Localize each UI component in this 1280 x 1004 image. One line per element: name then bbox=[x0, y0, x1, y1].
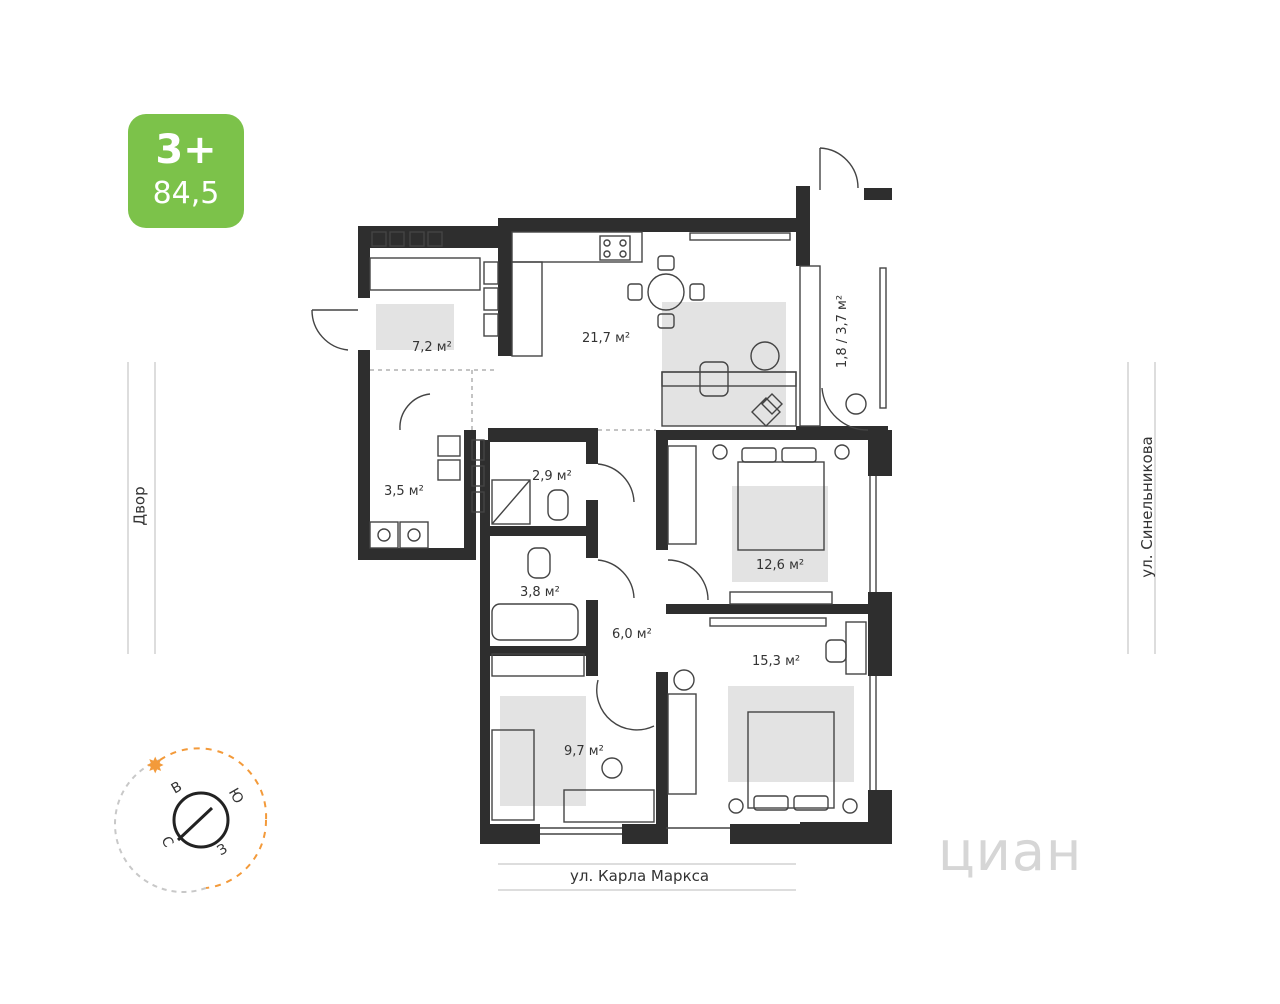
room-area-kids-room: 9,7 м² bbox=[564, 744, 604, 759]
zone-dividers bbox=[370, 369, 656, 431]
apartment-badge: 3+ 84,5 bbox=[128, 114, 244, 228]
room-area-storage: 3,5 м² bbox=[384, 484, 424, 499]
rooms-count: 3+ bbox=[155, 127, 217, 173]
room-area-bedroom-2: 15,3 м² bbox=[752, 654, 801, 669]
walls bbox=[358, 186, 892, 844]
furniture bbox=[311, 147, 887, 835]
room-area-corridor: 6,0 м² bbox=[612, 627, 652, 642]
compass bbox=[114, 747, 268, 893]
sun-icon: ✸ bbox=[146, 754, 165, 779]
room-area-wc: 2,9 м² bbox=[532, 469, 572, 484]
room-area-hall: 7,2 м² bbox=[412, 340, 452, 355]
street-lines bbox=[127, 362, 1156, 891]
room-area-bath: 3,8 м² bbox=[520, 585, 560, 600]
total-area: 84,5 bbox=[152, 176, 220, 211]
street-west: Двор bbox=[130, 486, 149, 526]
street-south: ул. Карла Маркса bbox=[570, 867, 710, 885]
street-east: ул. Синельникова bbox=[1137, 436, 1156, 578]
room-area-bedroom-1: 12,6 м² bbox=[756, 558, 805, 573]
rugs bbox=[376, 302, 854, 806]
room-area-loggia: 1,8 / 3,7 м² bbox=[835, 294, 851, 369]
room-area-kitchen-living: 21,7 м² bbox=[582, 331, 631, 346]
watermark: циан bbox=[938, 820, 1083, 883]
